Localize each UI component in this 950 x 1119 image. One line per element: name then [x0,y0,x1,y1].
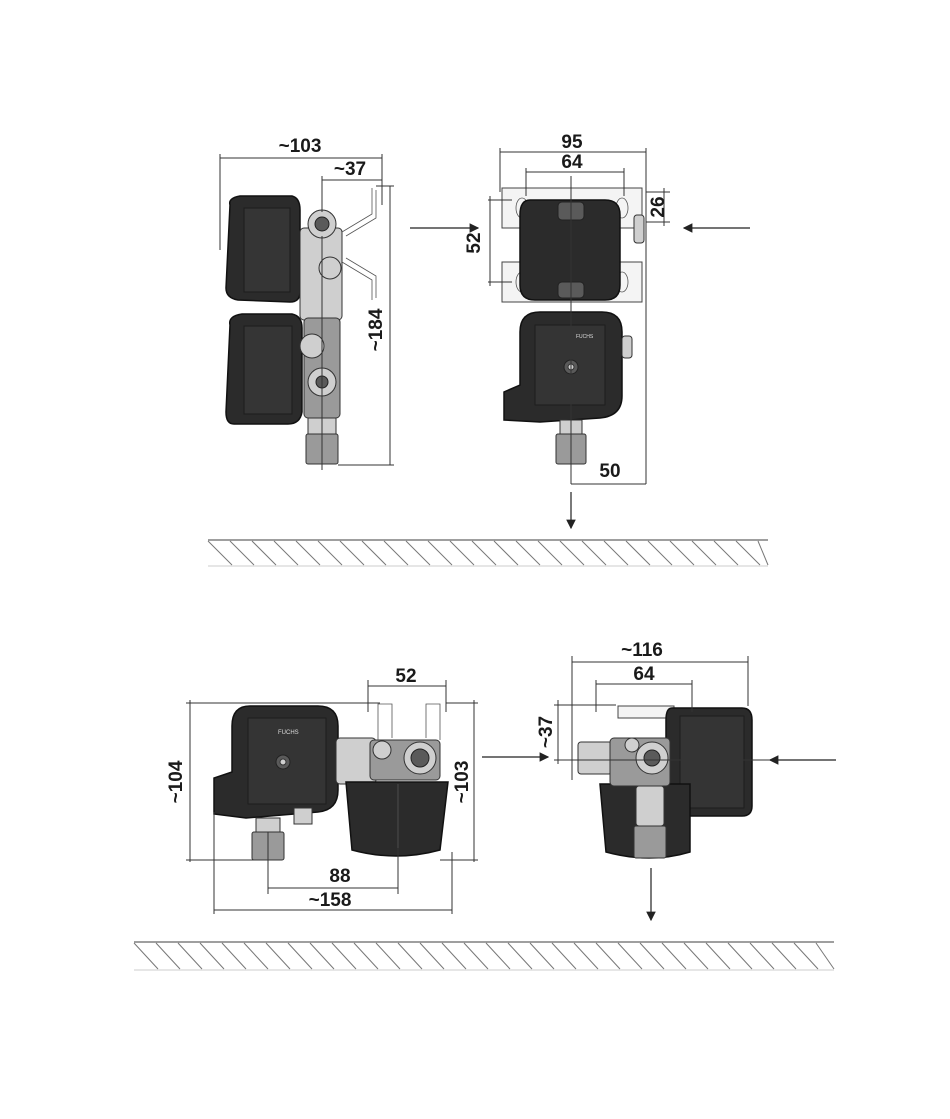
hatch-line [230,541,254,565]
dim-v2-inner: 64 [561,152,583,173]
hatch-line [450,541,474,565]
hatch-line [648,541,672,565]
hatch-line [398,943,422,969]
hatch-line [442,943,466,969]
view-top-horizontal: FUCHS 52 ~104 ~103 88 [166,666,548,914]
dim-v2-outer: 95 [561,132,583,153]
hatch-line [692,541,716,565]
hatch-line [736,541,760,565]
dim-v2-hole: 26 [648,196,669,217]
hatch-line [178,943,202,969]
hatch-line [296,541,320,565]
logo-small-2: FUCHS [278,730,299,736]
hatch-line [794,943,818,969]
view-side-upright: ~103 ~37 ~184 [220,136,394,470]
hatch-line [604,541,628,565]
hatch-line [376,943,400,969]
hatch-line [728,943,752,969]
hatch-line [222,943,246,969]
dim-v4-width: ~116 [621,640,663,661]
dim-v3-spacing: 88 [329,866,350,887]
hatch-line [714,541,738,565]
dim-v1-height: ~184 [366,308,387,351]
hatch-line [618,943,642,969]
hatch-line [354,943,378,969]
hatch-line [750,943,774,969]
dim-v1-offset: ~37 [334,159,366,180]
hatch-line [516,541,540,565]
hatch-line [420,943,444,969]
hatch-line [530,943,554,969]
hatch-line [428,541,452,565]
hatch-line [508,943,532,969]
floor-hatch-bottom [134,942,834,970]
dim-v4-inner: 64 [633,664,655,685]
hatch-line [552,943,576,969]
hatch-line [486,943,510,969]
hatch-line [662,943,686,969]
hatch-line [252,541,276,565]
hatch-line [472,541,496,565]
dim-v2-slot: 52 [464,232,485,253]
floor-hatch-top [208,540,768,566]
hatch-line [406,541,430,565]
logo-small: FUCHS [576,334,594,340]
view-front-upright: FUCHS 95 64 26 52 50 [410,132,750,528]
hatch-line [494,541,518,565]
dim-v3-height-left: ~104 [166,760,187,803]
hatch-line [288,943,312,969]
hatch-line [208,541,232,565]
hatch-line [816,943,834,969]
hatch-line [266,943,290,969]
hatch-line [640,943,664,969]
hatch-line [560,541,584,565]
hatch-line [384,541,408,565]
hatch-line [464,943,488,969]
hatch-line [274,541,298,565]
hatch-line [332,943,356,969]
hatch-line [244,943,268,969]
hatch-line [670,541,694,565]
dim-v3-width: ~158 [309,890,352,911]
hatch-line [134,943,158,969]
dim-v1-width: ~103 [279,136,322,157]
hatch-line [538,541,562,565]
view-side-horizontal: ~116 64 ~37 [536,640,836,920]
hatch-line [758,541,768,565]
hatch-line [200,943,224,969]
dim-v3-top: 52 [395,666,416,687]
hatch-line [310,943,334,969]
hatch-line [156,943,180,969]
dim-v3-height-right: ~103 [452,761,473,804]
hatch-line [706,943,730,969]
hatch-line [582,541,606,565]
hatch-line [684,943,708,969]
hatch-line [626,541,650,565]
dim-v4-offset: ~37 [536,716,557,748]
hatch-line [596,943,620,969]
hatch-line [574,943,598,969]
hatch-line [772,943,796,969]
hatch-line [362,541,386,565]
dim-v2-axis: 50 [599,461,620,482]
hatch-line [318,541,342,565]
hatch-line [340,541,364,565]
